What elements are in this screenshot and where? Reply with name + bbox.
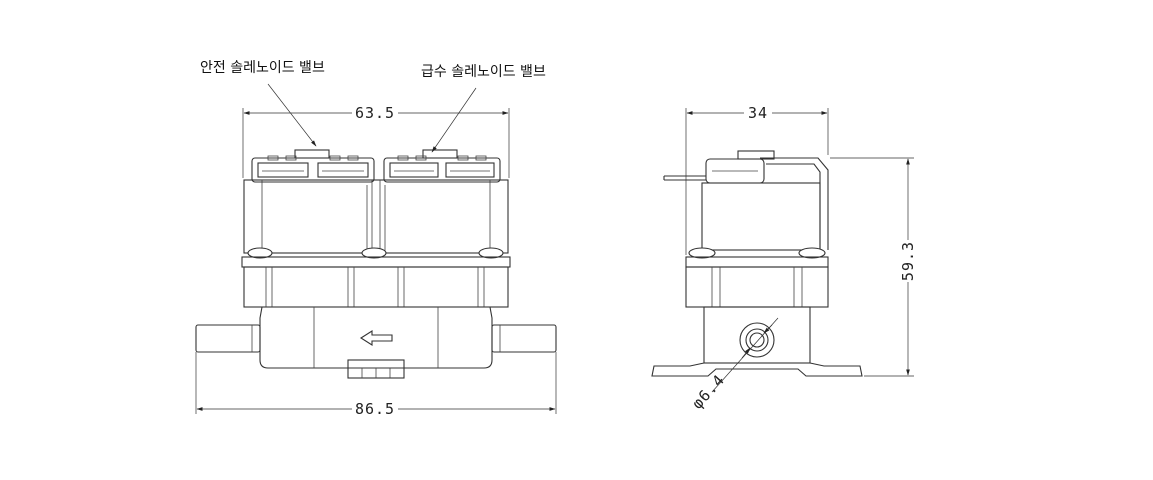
valve-block	[243, 266, 509, 308]
front-view: 63.5 86.5 안전 솔레노이드 밸브 급수 솔레노이드 밸브	[195, 60, 557, 418]
dim-side-top-width: 34	[748, 104, 768, 122]
callout-supply-valve: 급수 솔레노이드 밸브	[421, 64, 546, 80]
dim-front-total-width: 86.5	[355, 400, 395, 418]
dim-port-diameter: φ6.4	[688, 371, 728, 413]
port-outer-ring	[739, 322, 775, 358]
valve-housing	[259, 306, 493, 369]
mount-base	[651, 362, 863, 377]
left-valve-cap	[251, 149, 375, 183]
coil-body	[243, 179, 509, 254]
mount-plate	[241, 256, 511, 268]
flow-arrow-icon	[359, 329, 393, 347]
dim-side-height: 59.3	[899, 241, 917, 281]
side-view: 34 59.3 φ6.4	[651, 104, 917, 413]
dim-front-top-width: 63.5	[355, 104, 395, 122]
outlet-pipe	[491, 324, 557, 353]
inlet-pipe	[195, 324, 261, 353]
callout-safety-valve: 안전 솔레노이드 밸브	[200, 60, 325, 76]
port-bore	[749, 332, 765, 348]
right-valve-cap	[383, 149, 501, 183]
